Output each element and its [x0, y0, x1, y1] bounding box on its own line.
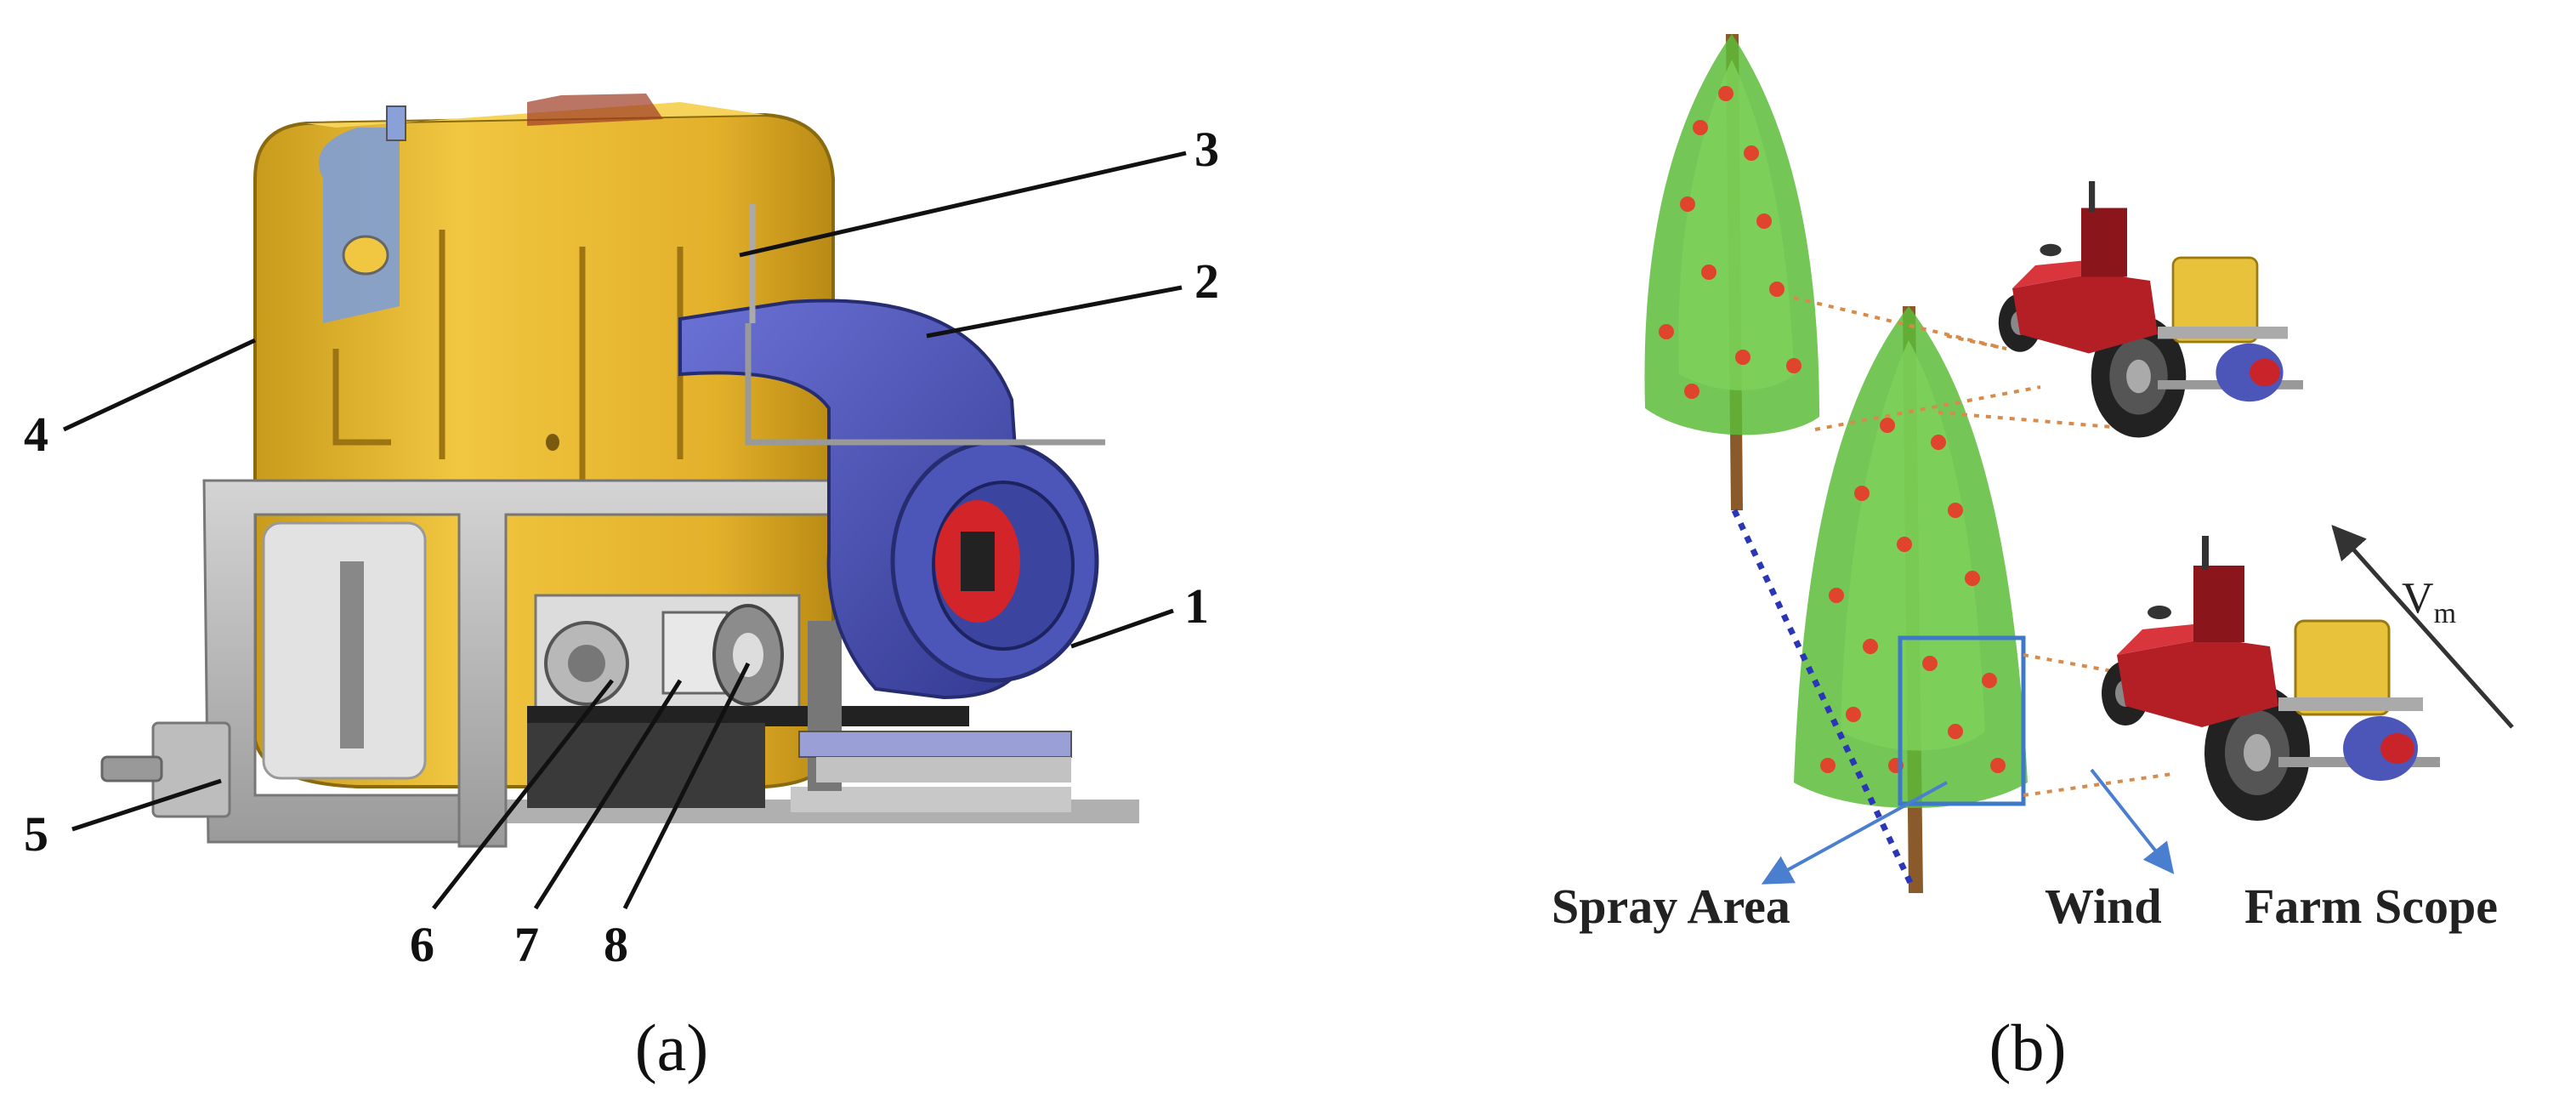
spray-lines	[1793, 296, 2173, 797]
spray-area-arrow	[1761, 781, 1948, 885]
velocity-arrow	[2331, 525, 2514, 729]
wind-label: Wind	[2045, 879, 2162, 934]
fruit-dot	[1982, 673, 1997, 688]
fruit-dot	[1786, 358, 1801, 373]
fruit-dot	[1863, 639, 1878, 654]
fruit-dot	[1684, 384, 1699, 399]
fruit-dot	[1948, 503, 1963, 518]
caption-b: (b)	[1989, 1010, 2067, 1084]
fruit-dot	[1756, 213, 1772, 229]
tractor-bottom	[2100, 534, 2442, 822]
fruit-dot	[1680, 196, 1695, 212]
fruit-dot	[1659, 324, 1674, 339]
caption-a: (a)	[635, 1010, 709, 1084]
fruit-dot	[1854, 486, 1870, 501]
fruit-dot	[1880, 418, 1895, 433]
spray-area-label: Spray Area	[1552, 879, 1790, 934]
fruit-dot	[1922, 656, 1938, 671]
callout-4: 4	[24, 407, 48, 462]
velocity-label: Vm	[2402, 574, 2456, 629]
callout-5: 5	[24, 806, 48, 862]
fruit-dot	[1846, 707, 1861, 722]
callout-2: 2	[1194, 253, 1219, 309]
wind-arrow	[2090, 768, 2175, 874]
fruit-dot	[1931, 435, 1946, 450]
tractor-top	[1997, 179, 2305, 439]
fruit-dot	[1769, 282, 1784, 297]
fruit-dot	[1735, 350, 1750, 365]
fruit-dot	[1744, 145, 1759, 161]
tree-front	[1794, 306, 2028, 893]
callout-leaders	[62, 151, 1187, 910]
spray-area-box	[1898, 635, 2026, 806]
callout-3: 3	[1194, 122, 1219, 177]
fruit-dot	[1820, 758, 1836, 773]
fruit-dot	[1829, 588, 1844, 603]
fruit-dot	[1897, 537, 1912, 552]
tree-back	[1644, 34, 1819, 510]
fruit-dot	[1965, 571, 1980, 586]
callout-6: 6	[410, 917, 434, 972]
fruit-dot	[1701, 265, 1716, 280]
fruit-dot	[1718, 86, 1733, 101]
callout-1: 1	[1184, 578, 1209, 634]
panel-b: Vm Spray Area Wind Farm Scope (b)	[1552, 34, 2514, 1084]
fruit-dot	[1990, 758, 2006, 773]
fruit-dot	[1693, 120, 1708, 135]
frame	[100, 479, 843, 848]
panel-a: 1 2 3 4 5 6 7 8 (a)	[24, 94, 1219, 1084]
row-line	[1731, 509, 1915, 886]
farm-scope-label: Farm Scope	[2244, 879, 2498, 934]
fan	[678, 204, 1105, 782]
callout-7: 7	[514, 917, 539, 972]
callout-8: 8	[604, 917, 628, 972]
fruit-dot	[1948, 724, 1963, 739]
